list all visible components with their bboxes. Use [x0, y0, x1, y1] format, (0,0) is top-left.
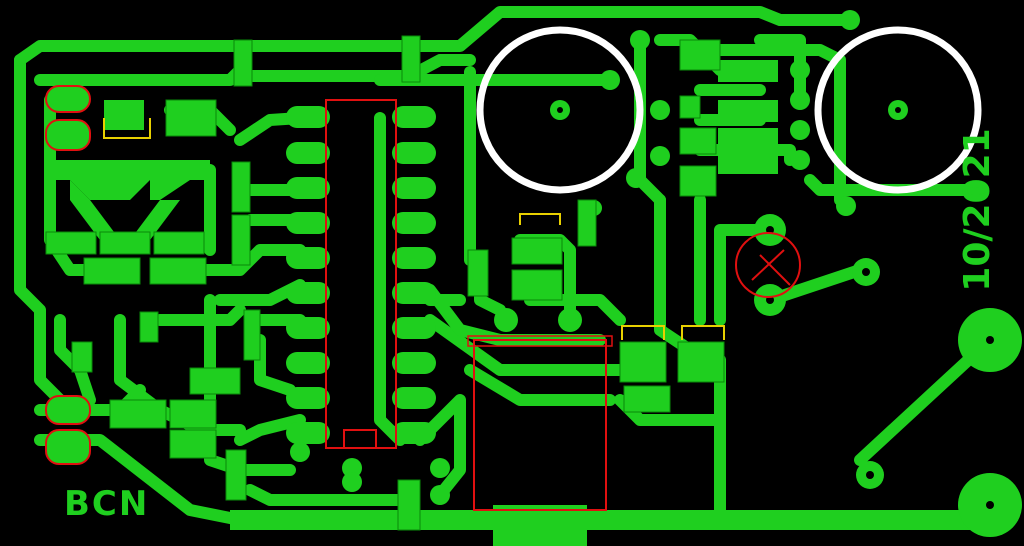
- silkscreen-marks: [103, 118, 725, 340]
- vias: [290, 10, 860, 505]
- board-name-label: BCN: [64, 484, 150, 524]
- ic-notch: [343, 429, 377, 449]
- mounting-holes: [476, 26, 982, 194]
- ic-pads-left: [286, 106, 330, 444]
- smd-components: [45, 35, 725, 531]
- date-label: 10/2021: [957, 128, 998, 292]
- ic-pads-right: [392, 106, 436, 444]
- connector-pads: [45, 85, 91, 465]
- trimmer-outline: [735, 232, 801, 298]
- component-outline: [473, 339, 607, 511]
